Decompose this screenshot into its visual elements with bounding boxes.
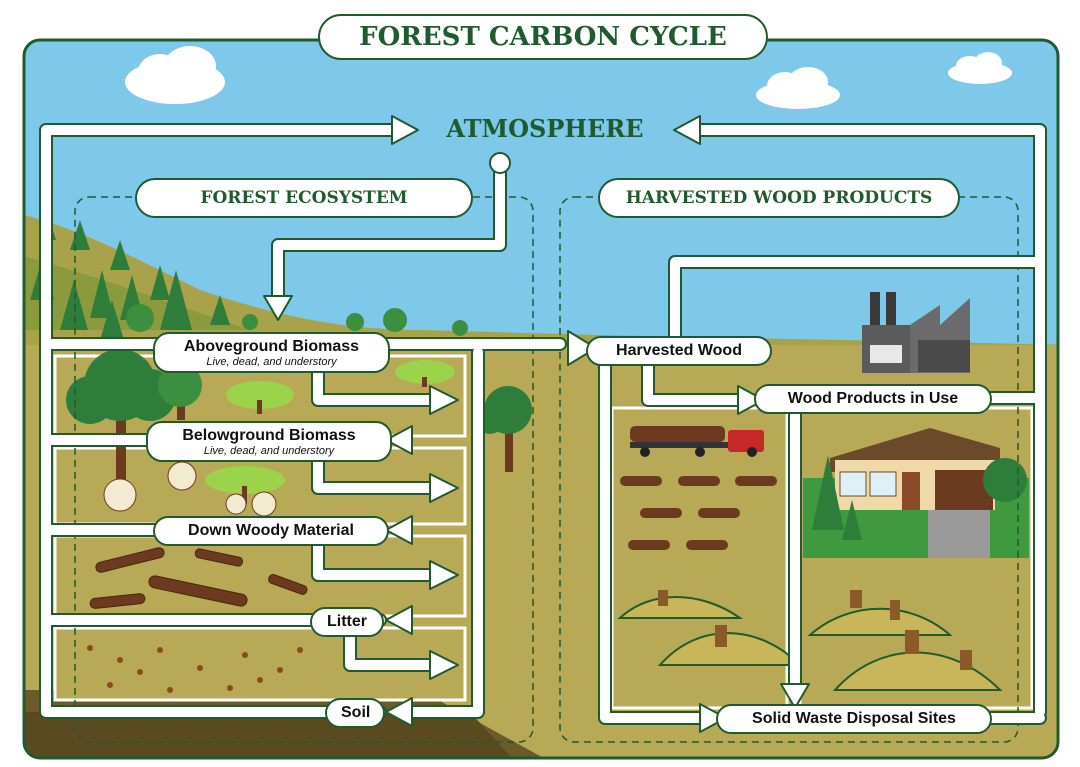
aboveground-biomass-subtitle: Live, dead, and understory [206, 356, 337, 368]
wood-products-boundary [559, 196, 1019, 743]
belowground-biomass-label: Belowground Biomass Live, dead, and unde… [146, 421, 392, 462]
harvested-wood-label: Harvested Wood [586, 336, 772, 366]
arrowheads [263, 115, 810, 733]
wood-products-in-use-label: Wood Products in Use [754, 384, 992, 414]
aboveground-biomass-title: Aboveground Biomass [183, 338, 360, 355]
soil-label: Soil [325, 698, 385, 728]
cloud-icon [948, 52, 1012, 84]
log-pile-icon [620, 476, 777, 550]
wood-products-header: HARVESTED WOOD PRODUCTS [598, 178, 960, 218]
atmosphere-label: ATMOSPHERE [446, 114, 644, 143]
tree-icon [812, 455, 1027, 540]
aboveground-biomass-label: Aboveground Biomass Live, dead, and unde… [153, 332, 390, 373]
log-truck-icon [630, 426, 764, 457]
landfill-icon [617, 596, 1003, 691]
cloud-icon [125, 46, 225, 104]
solid-waste-disposal-label: Solid Waste Disposal Sites [716, 704, 992, 734]
house-icon [830, 428, 1000, 558]
tree-icon [30, 215, 230, 340]
belowground-biomass-title: Belowground Biomass [182, 427, 356, 444]
belowground-biomass-subtitle: Live, dead, and understory [203, 445, 335, 457]
diagram-title: FOREST CARBON CYCLE [318, 14, 768, 60]
atmosphere-node [489, 152, 511, 174]
factory-icon [862, 292, 970, 373]
log-pile-icon [89, 547, 308, 609]
cloud-icon [756, 67, 840, 109]
down-woody-material-label: Down Woody Material [153, 516, 389, 546]
forest-ecosystem-header: FOREST ECOSYSTEM [135, 178, 473, 218]
forest-ecosystem-boundary [74, 196, 534, 743]
litter-label: Litter [310, 607, 384, 637]
